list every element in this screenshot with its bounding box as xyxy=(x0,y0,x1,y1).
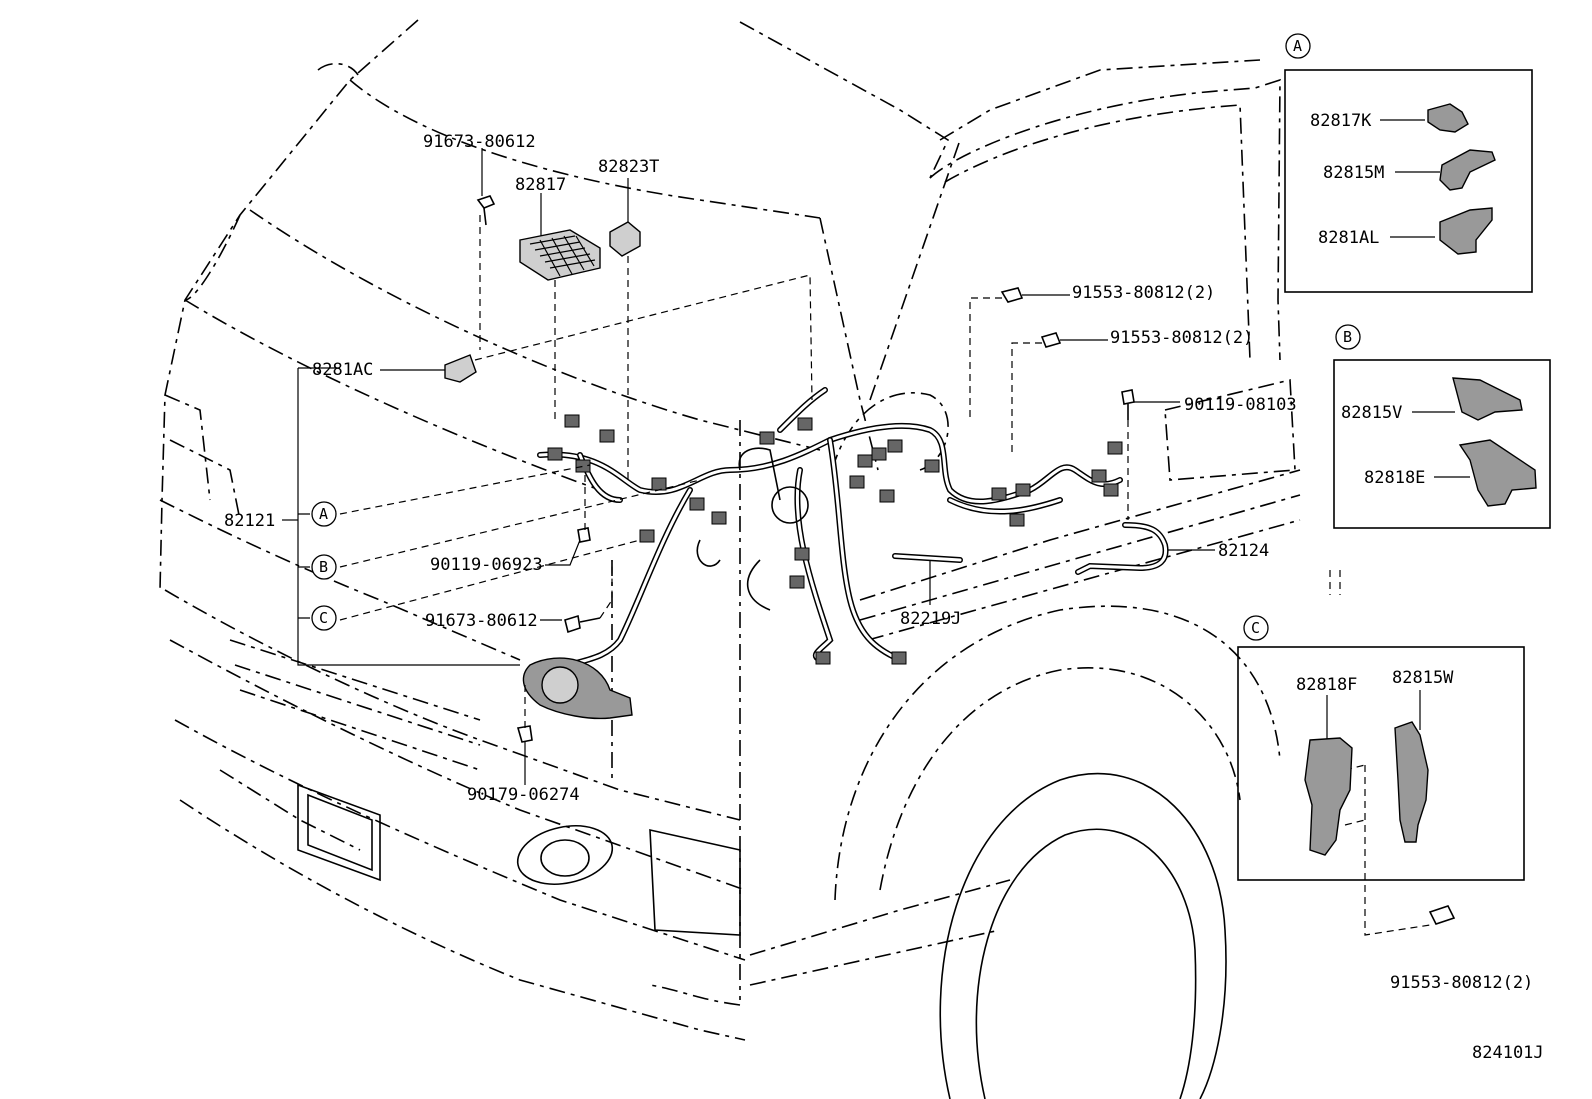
callout-circles: A B C A B C xyxy=(311,33,1361,641)
label-82219J: 82219J xyxy=(900,609,961,629)
label-82818E: 82818E xyxy=(1364,468,1425,488)
label-90179-06274: 90179-06274 xyxy=(467,785,580,805)
label-90119-08103: 90119-08103 xyxy=(1184,395,1297,415)
inset-boxes xyxy=(1237,69,1551,925)
leader-lines xyxy=(282,119,1470,936)
callout-c-letter: C xyxy=(319,609,328,627)
inset-b-letter: B xyxy=(1343,328,1352,346)
label-91553-80812-c: 91553-80812(2) xyxy=(1390,973,1533,993)
label-91553-80812-a: 91553-80812(2) xyxy=(1072,283,1215,303)
label-82815W: 82815W xyxy=(1392,668,1454,688)
inset-b-circle xyxy=(1335,324,1361,350)
label-82823T: 82823T xyxy=(598,157,659,177)
inset-c-circle xyxy=(1243,615,1269,641)
wire-harness xyxy=(444,195,1169,743)
vehicle-outline xyxy=(159,19,1301,1099)
label-82815V: 82815V xyxy=(1341,403,1402,423)
label-91673-80612-top: 91673-80612 xyxy=(423,132,536,152)
inset-box-a xyxy=(1284,69,1533,293)
label-82818F: 82818F xyxy=(1296,675,1357,695)
callout-circle-a xyxy=(311,501,337,527)
inset-box-c xyxy=(1237,646,1525,881)
label-82815M: 82815M xyxy=(1323,163,1384,183)
inset-c-letter: C xyxy=(1251,619,1260,637)
part-labels: 91673-80612 82817 82823T 8281AC 82121 90… xyxy=(224,111,1544,1063)
callout-a-letter: A xyxy=(319,505,328,523)
label-82124: 82124 xyxy=(1218,541,1269,561)
label-91553-80812-b: 91553-80812(2) xyxy=(1110,328,1253,348)
diagram-id: 824101J xyxy=(1472,1043,1544,1063)
label-8281AL: 8281AL xyxy=(1318,228,1379,248)
label-82121: 82121 xyxy=(224,511,275,531)
callout-b-letter: B xyxy=(319,558,328,576)
label-91673-80612-bottom: 91673-80612 xyxy=(425,611,538,631)
label-82817K: 82817K xyxy=(1310,111,1372,131)
label-82817: 82817 xyxy=(515,175,566,195)
callout-circle-c xyxy=(311,605,337,631)
inset-box-b xyxy=(1333,359,1551,529)
label-90119-06923: 90119-06923 xyxy=(430,555,543,575)
callout-circle-b xyxy=(311,554,337,580)
label-8281AC: 8281AC xyxy=(312,360,373,380)
inset-a-circle xyxy=(1285,33,1311,59)
inset-a-letter: A xyxy=(1293,37,1302,55)
